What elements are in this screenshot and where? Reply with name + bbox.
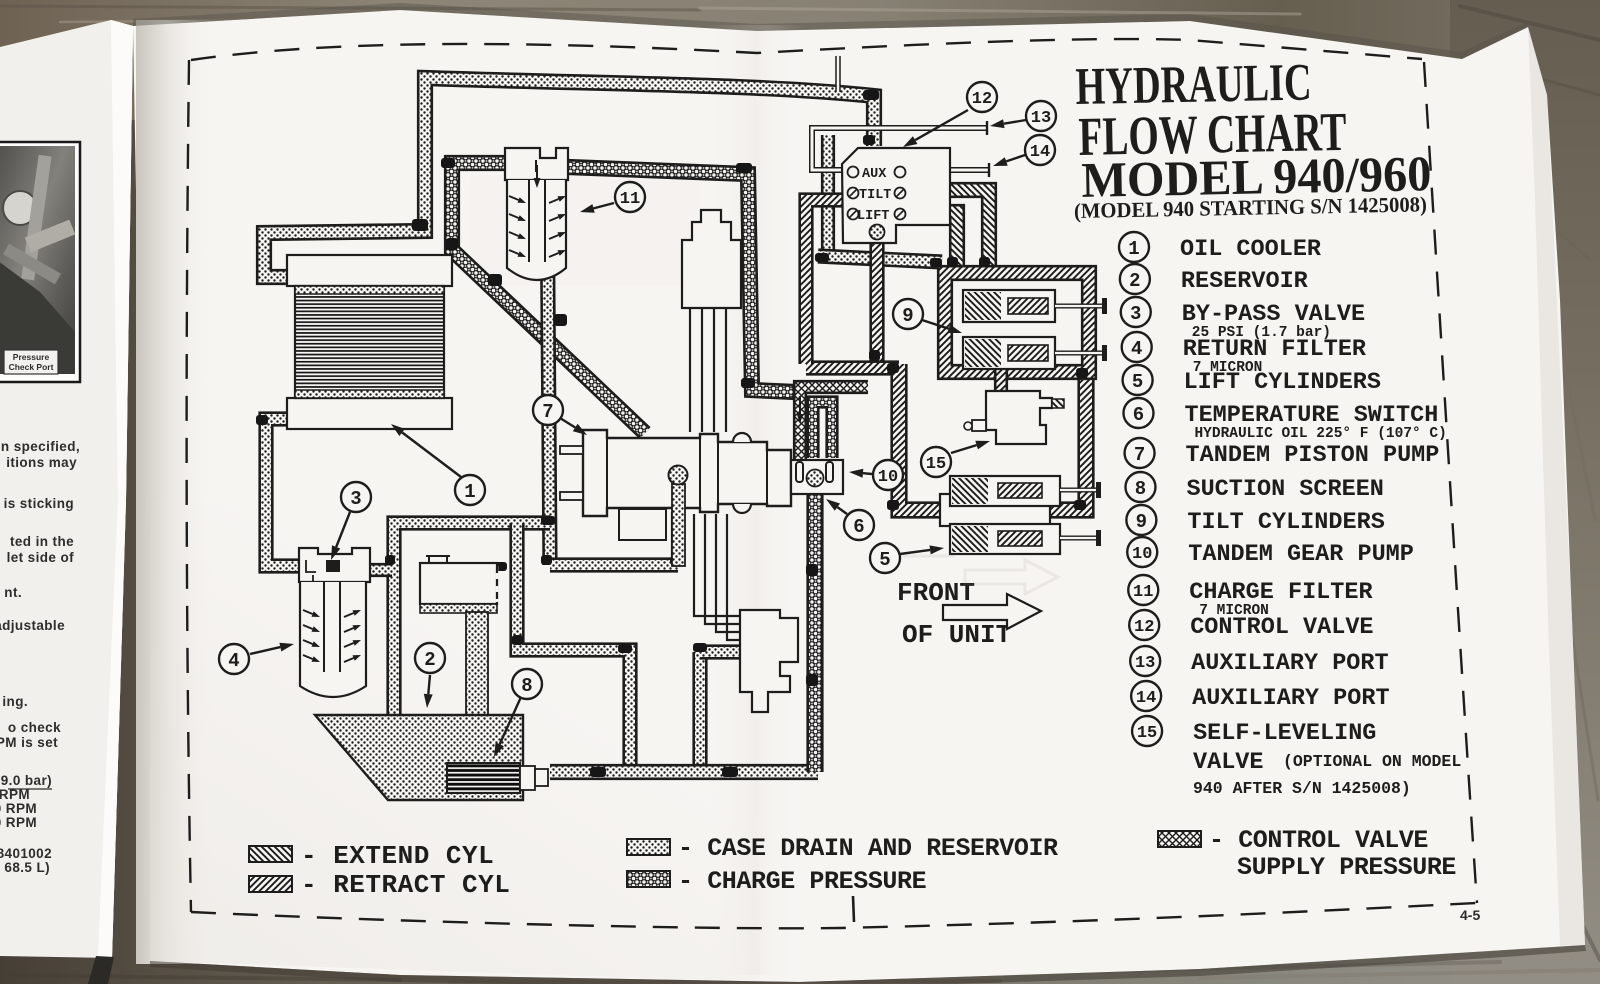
svg-text:- EXTEND CYL: - EXTEND CYL <box>301 841 494 871</box>
svg-text:Check Port: Check Port <box>9 362 54 372</box>
svg-text:BY-PASS VALVE: BY-PASS VALVE <box>1182 301 1365 328</box>
svg-text:HYDRAULIC OIL 225° F (107° C): HYDRAULIC OIL 225° F (107° C) <box>1194 426 1446 442</box>
svg-text:15: 15 <box>1137 724 1157 743</box>
svg-text:3: 3 <box>350 488 361 510</box>
svg-text:CHARGE FILTER: CHARGE FILTER <box>1189 579 1373 606</box>
svg-text:- RETRACT CYL: - RETRACT CYL <box>301 870 510 900</box>
svg-text:0 RPM: 0 RPM <box>0 801 37 816</box>
svg-text:1: 1 <box>464 481 475 503</box>
svg-text:9.0 bar): 9.0 bar) <box>1 773 52 788</box>
svg-text:11: 11 <box>620 190 640 209</box>
svg-text:4: 4 <box>1131 338 1142 360</box>
svg-text:14: 14 <box>1136 689 1156 708</box>
svg-text:- CASE DRAIN AND RESERVOIR: - CASE DRAIN AND RESERVOIR <box>678 834 1058 863</box>
svg-text:5: 5 <box>879 549 890 571</box>
svg-text:4-5: 4-5 <box>1460 907 1480 923</box>
svg-text:TANDEM GEAR PUMP: TANDEM GEAR PUMP <box>1188 541 1414 568</box>
svg-text:SUPPLY PRESSURE: SUPPLY PRESSURE <box>1237 853 1456 882</box>
svg-text:MODEL 940/960: MODEL 940/960 <box>1081 145 1432 208</box>
svg-text:- CHARGE PRESSURE: - CHARGE PRESSURE <box>678 867 926 896</box>
svg-text:SUCTION SCREEN: SUCTION SCREEN <box>1186 476 1383 503</box>
svg-text:1: 1 <box>1128 238 1139 260</box>
svg-text:itions may: itions may <box>6 455 77 470</box>
svg-text:n specified,: n specified, <box>1 439 80 454</box>
svg-text:2: 2 <box>1129 270 1140 292</box>
svg-text:(OPTIONAL ON MODEL: (OPTIONAL ON MODEL <box>1283 752 1461 771</box>
svg-text:o check: o check <box>8 720 61 735</box>
svg-text:10: 10 <box>878 468 898 487</box>
svg-text:8401002: 8401002 <box>0 846 52 861</box>
svg-text:PM is set: PM is set <box>0 735 58 750</box>
svg-text:9: 9 <box>1136 511 1147 533</box>
svg-text:adjustable: adjustable <box>0 618 65 633</box>
svg-text:TANDEM PISTON PUMP: TANDEM PISTON PUMP <box>1186 442 1440 469</box>
svg-text:940 AFTER S/N 1425008): 940 AFTER S/N 1425008) <box>1193 779 1411 798</box>
svg-text:let side of: let side of <box>7 550 75 565</box>
svg-text:TILT: TILT <box>859 188 891 203</box>
svg-text:VALVE: VALVE <box>1193 749 1264 776</box>
svg-text:RPM: RPM <box>0 787 30 802</box>
svg-text:LIFT CYLINDERS: LIFT CYLINDERS <box>1184 369 1381 396</box>
svg-text:8: 8 <box>521 675 532 697</box>
svg-text:TEMPERATURE SWITCH: TEMPERATURE SWITCH <box>1184 402 1438 429</box>
svg-text:RETURN FILTER: RETURN FILTER <box>1183 336 1367 363</box>
svg-text:FRONT: FRONT <box>897 578 975 608</box>
svg-text:7 MICRON: 7 MICRON <box>1199 603 1269 619</box>
svg-text:3: 3 <box>1130 303 1141 325</box>
svg-text:9: 9 <box>902 305 913 327</box>
svg-text:68.5 L): 68.5 L) <box>4 860 50 875</box>
svg-text:nt.: nt. <box>4 585 22 600</box>
svg-text:is sticking: is sticking <box>4 496 74 511</box>
svg-text:OIL COOLER: OIL COOLER <box>1180 236 1322 263</box>
svg-text:7: 7 <box>542 401 553 423</box>
svg-text:11: 11 <box>1133 583 1153 602</box>
svg-text:AUX: AUX <box>862 167 887 182</box>
svg-text:6: 6 <box>853 516 864 538</box>
svg-text:13: 13 <box>1135 654 1155 673</box>
svg-text:AUXILIARY PORT: AUXILIARY PORT <box>1192 685 1389 712</box>
svg-text:10: 10 <box>1132 545 1152 564</box>
svg-text:CONTROL VALVE: CONTROL VALVE <box>1190 614 1373 641</box>
svg-text:FLOW CHART: FLOW CHART <box>1078 101 1347 167</box>
svg-text:5: 5 <box>1132 371 1143 393</box>
svg-text:4: 4 <box>228 650 239 672</box>
svg-text:Pressure: Pressure <box>13 352 50 362</box>
svg-text:6: 6 <box>1133 404 1144 426</box>
svg-text:12: 12 <box>972 90 992 109</box>
svg-text:- CONTROL VALVE: - CONTROL VALVE <box>1209 826 1428 855</box>
svg-text:ing.: ing. <box>2 694 28 709</box>
svg-text:AUXILIARY PORT: AUXILIARY PORT <box>1191 650 1388 677</box>
svg-text:RESERVOIR: RESERVOIR <box>1181 268 1309 295</box>
svg-text:2: 2 <box>424 649 435 671</box>
svg-text:SELF-LEVELING: SELF-LEVELING <box>1193 720 1376 747</box>
svg-text:7 MICRON: 7 MICRON <box>1193 360 1263 376</box>
svg-text:13: 13 <box>1031 109 1051 128</box>
svg-text:12: 12 <box>1134 618 1154 637</box>
svg-text:TILT CYLINDERS: TILT CYLINDERS <box>1187 509 1384 536</box>
svg-text:7: 7 <box>1134 444 1145 466</box>
svg-text:15: 15 <box>926 455 946 474</box>
svg-text:25 PSI (1.7 bar): 25 PSI (1.7 bar) <box>1192 325 1331 341</box>
svg-text:0 RPM: 0 RPM <box>0 815 37 830</box>
svg-text:ted in the: ted in the <box>10 534 74 549</box>
svg-text:HYDRAULIC: HYDRAULIC <box>1075 53 1312 116</box>
svg-text:OF UNIT: OF UNIT <box>902 620 1011 650</box>
svg-text:LIFT: LIFT <box>857 209 889 224</box>
svg-text:14: 14 <box>1030 143 1050 162</box>
svg-text:8: 8 <box>1135 478 1146 500</box>
